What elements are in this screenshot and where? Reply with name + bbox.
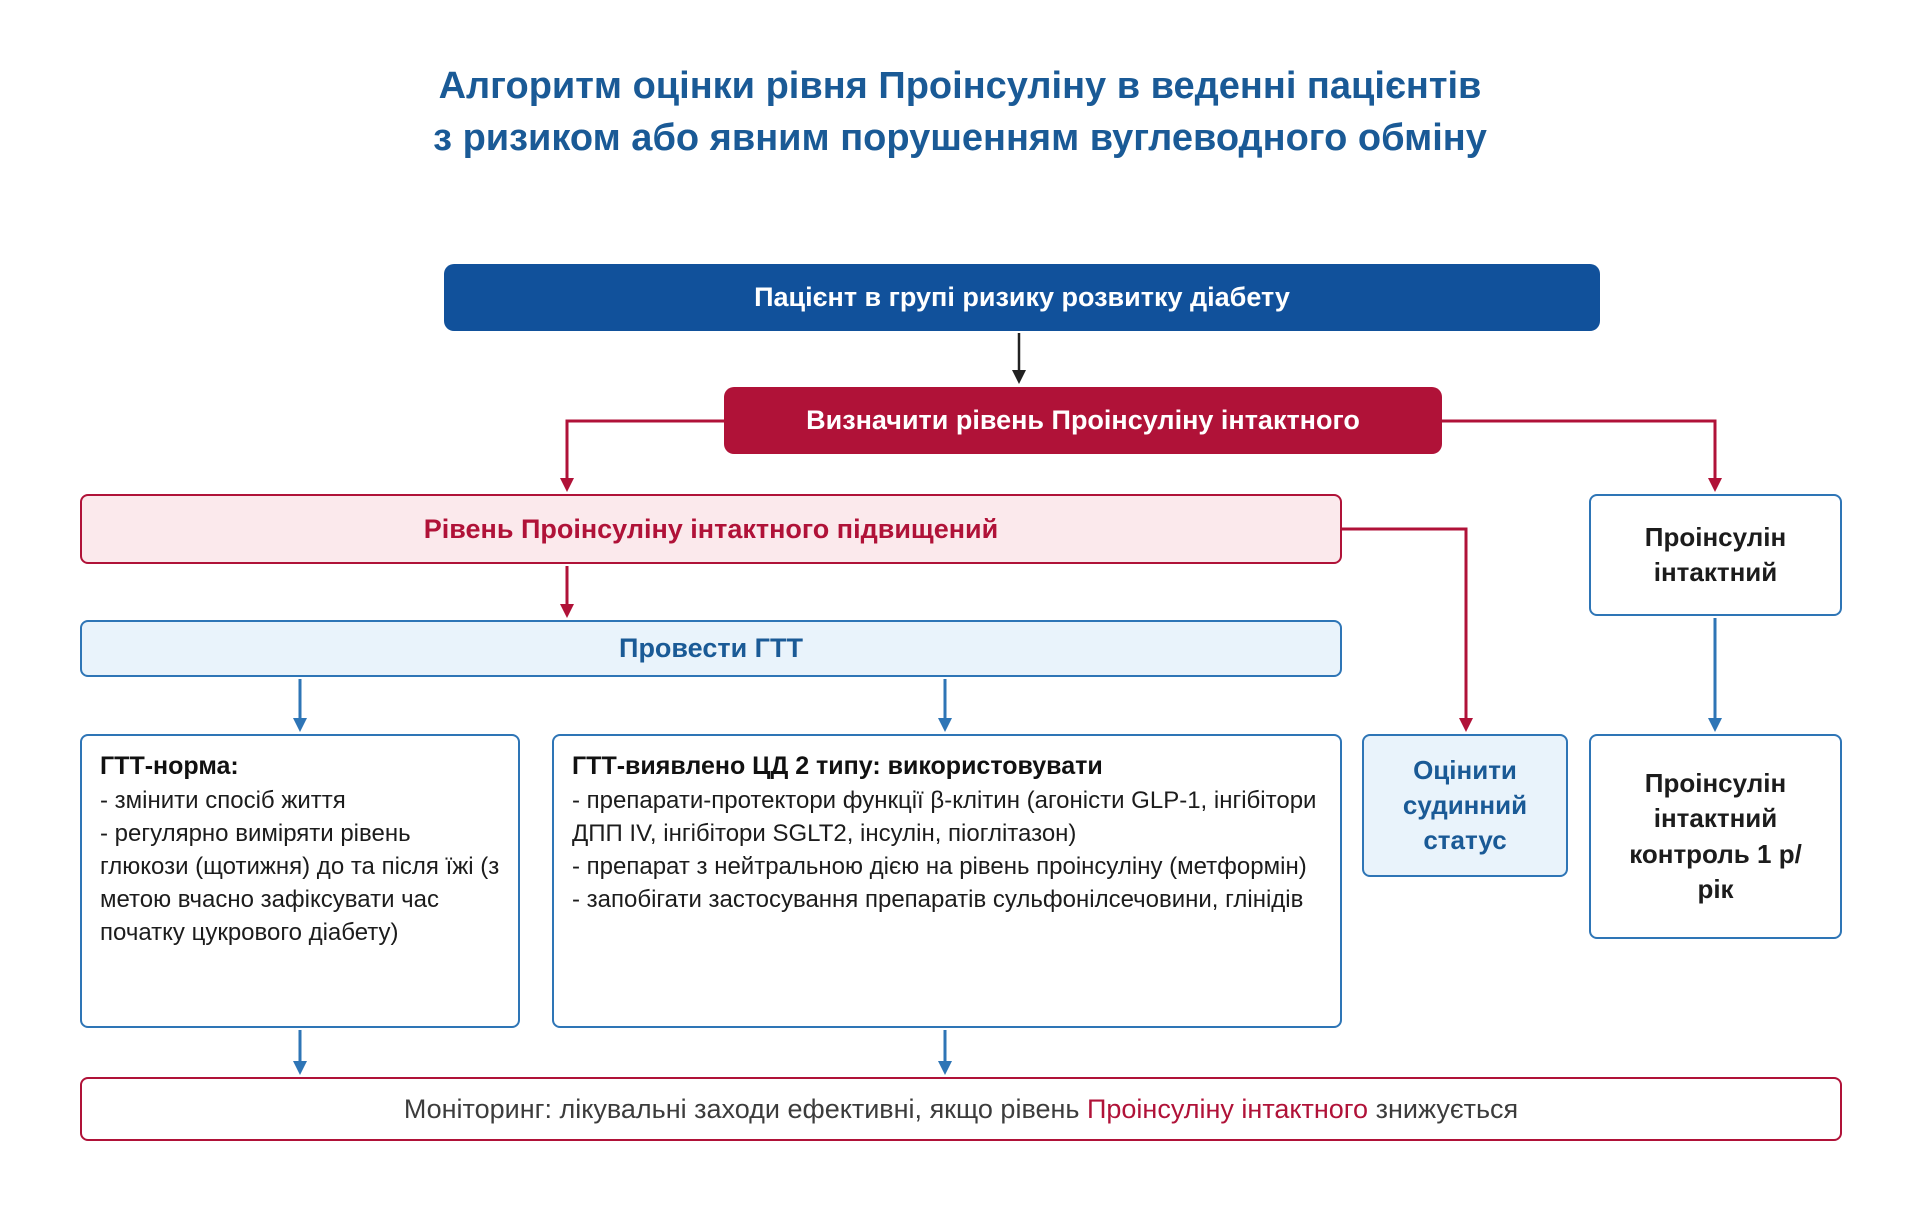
gtt-normal-item-2: - регулярно виміряти рівень глюкози (щот… [100,819,500,946]
node-determine-proinsulin-label: Визначити рівень Проінсуліну інтактного [806,405,1360,435]
arrow-determine-to-intact [1442,419,1722,492]
node-proinsulin-elevated: Рівень Проінсуліну інтактного підвищений [80,494,1342,564]
node-vascular-status-label: Оцінити судинний статус [1402,754,1528,856]
node-risk-group-label: Пацієнт в групі ризику розвитку діабету [754,282,1290,312]
node-gtt-t2d: ГТТ-виявлено ЦД 2 типу: використовувати … [552,734,1342,1028]
node-perform-gtt: Провести ГТТ [80,620,1342,677]
monitoring-text-suffix: знижується [1368,1093,1519,1124]
arrow-elevated-to-vascular [1342,527,1473,732]
monitoring-text-prefix: Моніторинг: лікувальні заходи ефективні,… [403,1093,1087,1124]
gtt-t2d-item-3: - запобігати застосування препаратів сул… [572,885,1304,913]
node-risk-group: Пацієнт в групі ризику розвитку діабету [444,264,1600,331]
page-title: Алгоритм оцінки рівня Проінсуліну в веде… [0,60,1920,165]
gtt-t2d-item-2: - препарат з нейтральною дією на рівень … [572,852,1307,880]
node-gtt-normal: ГТТ-норма: - змінити спосіб життя - регу… [80,734,520,1028]
node-determine-proinsulin: Визначити рівень Проінсуліну інтактного [724,387,1442,454]
node-perform-gtt-label: Провести ГТТ [619,633,803,663]
node-proinsulin-control: Проінсулін інтактний контроль 1 р/рік [1589,734,1842,939]
page-title-line-1: Алгоритм оцінки рівня Проінсуліну в веде… [438,65,1482,107]
page-title-line-2: з ризиком або явним порушенням вуглеводн… [433,117,1487,160]
gtt-normal-title: ГТТ-норма: [100,752,239,780]
gtt-t2d-title: ГТТ-виявлено ЦД 2 типу: використовувати [572,752,1103,780]
node-vascular-status: Оцінити судинний статус [1362,734,1568,877]
monitoring-text: Моніторинг: лікувальні заходи ефективні,… [404,1094,1518,1125]
node-proinsulin-elevated-label: Рівень Проінсуліну інтактного підвищений [423,513,999,544]
gtt-normal-item-1: - змінити спосіб життя [100,786,346,814]
node-proinsulin-control-label: Проінсулін інтактний контроль 1 р/рік [1629,768,1802,904]
gtt-t2d-item-1: - препарати-протектори функції β-клітин … [572,786,1317,847]
monitoring-text-highlight: Проінсуліну інтактного [1086,1093,1369,1124]
node-proinsulin-intact-label: Проінсулін інтактний [1644,521,1787,587]
arrow-determine-to-elevated [560,419,724,492]
node-proinsulin-intact: Проінсулін інтактний [1589,494,1842,616]
node-monitoring: Моніторинг: лікувальні заходи ефективні,… [80,1077,1842,1141]
